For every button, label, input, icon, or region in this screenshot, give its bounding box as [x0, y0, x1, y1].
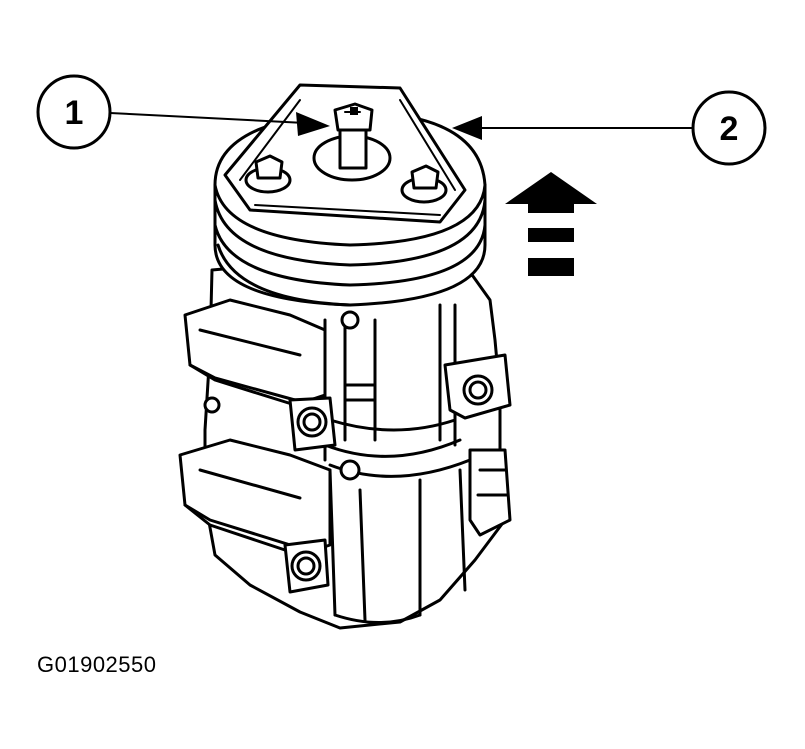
callout-1: 1 — [36, 74, 330, 150]
compressor-illustration — [178, 83, 512, 630]
callout-2: 2 — [452, 90, 767, 166]
callout-2-arrowhead — [452, 116, 482, 140]
right-hub-bolt — [400, 164, 448, 204]
callout-2-label: 2 — [720, 110, 739, 148]
figure-code: G01902550 — [37, 652, 157, 677]
left-hub-bolt — [244, 154, 292, 194]
callout-1-arrowhead — [296, 112, 330, 136]
up-direction-arrow-icon — [505, 172, 597, 276]
callout-1-label: 1 — [65, 94, 84, 132]
